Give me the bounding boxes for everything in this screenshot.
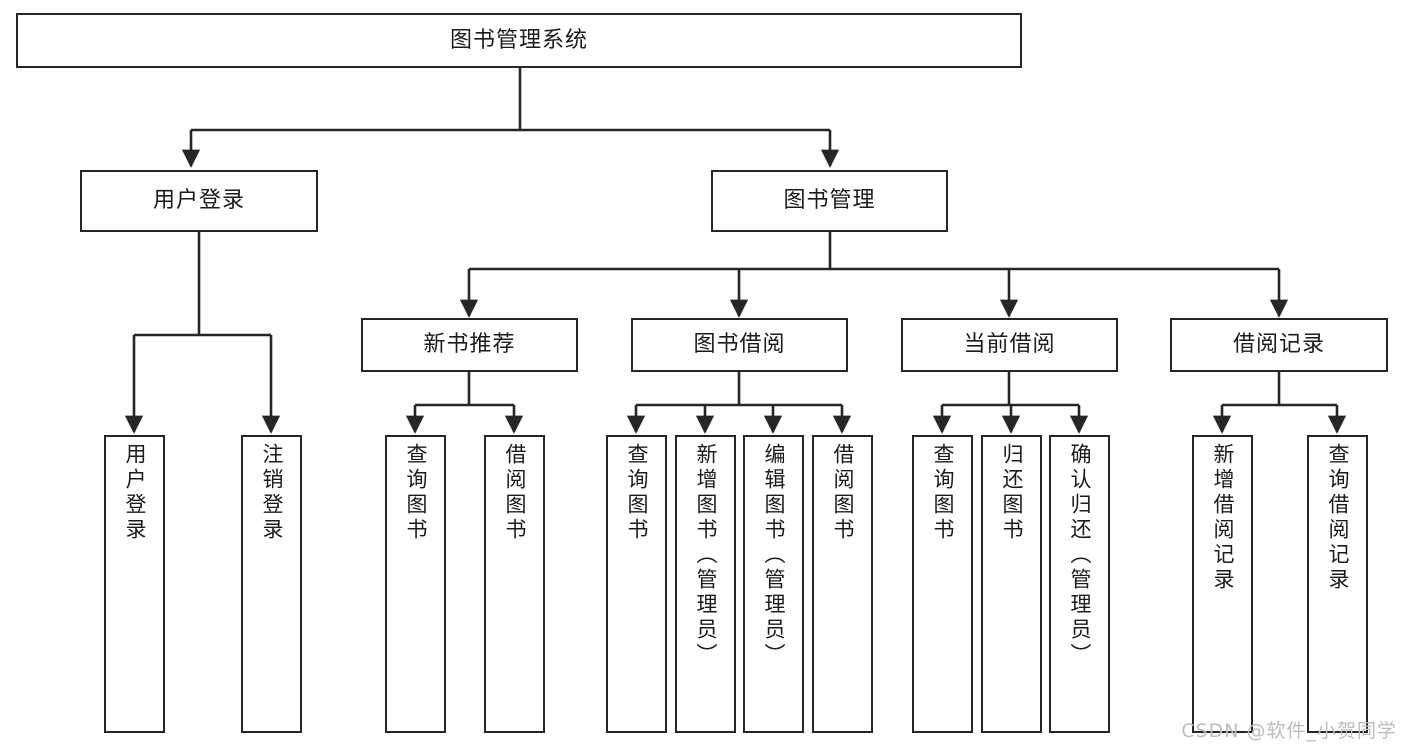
node-user-login[interactable]: 用户登录 — [80, 170, 318, 232]
node-leaf-add-book[interactable]: 新增图书（管理员） — [675, 435, 736, 733]
node-leaf-borrow-book-1-label: 借阅图书 — [503, 443, 527, 543]
node-leaf-borrow-book-1[interactable]: 借阅图书 — [484, 435, 545, 733]
node-leaf-query-record-label: 查询借阅记录 — [1326, 443, 1350, 593]
node-leaf-confirm-return[interactable]: 确认归还（管理员） — [1049, 435, 1110, 733]
node-root[interactable]: 图书管理系统 — [16, 13, 1022, 68]
node-borrow-record-label: 借阅记录 — [1232, 332, 1325, 358]
csdn-watermark: CSDN @软件_小贺同学 — [1181, 720, 1397, 742]
node-book-borrow[interactable]: 图书借阅 — [631, 318, 848, 372]
node-leaf-return-book[interactable]: 归还图书 — [981, 435, 1042, 733]
node-leaf-query-book-3[interactable]: 查询图书 — [912, 435, 973, 733]
node-new-book-recommend-label: 新书推荐 — [423, 332, 516, 358]
node-new-book-recommend[interactable]: 新书推荐 — [361, 318, 578, 372]
node-root-label: 图书管理系统 — [449, 27, 588, 53]
node-leaf-add-record[interactable]: 新增借阅记录 — [1192, 435, 1253, 733]
node-leaf-user-login[interactable]: 用户登录 — [104, 435, 165, 733]
node-leaf-query-book-1[interactable]: 查询图书 — [385, 435, 446, 733]
node-leaf-return-book-label: 归还图书 — [1000, 443, 1024, 543]
node-leaf-query-book-2-label: 查询图书 — [625, 443, 649, 543]
node-leaf-add-record-label: 新增借阅记录 — [1211, 443, 1235, 593]
node-current-borrow[interactable]: 当前借阅 — [901, 318, 1118, 372]
node-leaf-query-book-3-label: 查询图书 — [931, 443, 955, 543]
node-leaf-query-book-2[interactable]: 查询图书 — [606, 435, 667, 733]
node-leaf-borrow-book-2[interactable]: 借阅图书 — [812, 435, 873, 733]
node-leaf-edit-book[interactable]: 编辑图书（管理员） — [743, 435, 804, 733]
node-leaf-edit-book-label: 编辑图书（管理员） — [762, 443, 786, 668]
node-leaf-borrow-book-2-label: 借阅图书 — [831, 443, 855, 543]
node-leaf-add-book-label: 新增图书（管理员） — [694, 443, 718, 668]
node-leaf-confirm-return-label: 确认归还（管理员） — [1068, 443, 1092, 668]
node-book-borrow-label: 图书借阅 — [693, 332, 786, 358]
node-leaf-user-logout-label: 注销登录 — [260, 443, 284, 543]
node-current-borrow-label: 当前借阅 — [963, 332, 1056, 358]
node-leaf-query-book-1-label: 查询图书 — [404, 443, 428, 543]
node-leaf-user-login-label: 用户登录 — [123, 443, 147, 543]
node-user-login-label: 用户登录 — [152, 188, 245, 214]
node-borrow-record[interactable]: 借阅记录 — [1170, 318, 1388, 372]
node-book-manage[interactable]: 图书管理 — [711, 170, 948, 232]
node-leaf-query-record[interactable]: 查询借阅记录 — [1307, 435, 1368, 733]
node-leaf-user-logout[interactable]: 注销登录 — [241, 435, 302, 733]
node-book-manage-label: 图书管理 — [783, 188, 876, 214]
